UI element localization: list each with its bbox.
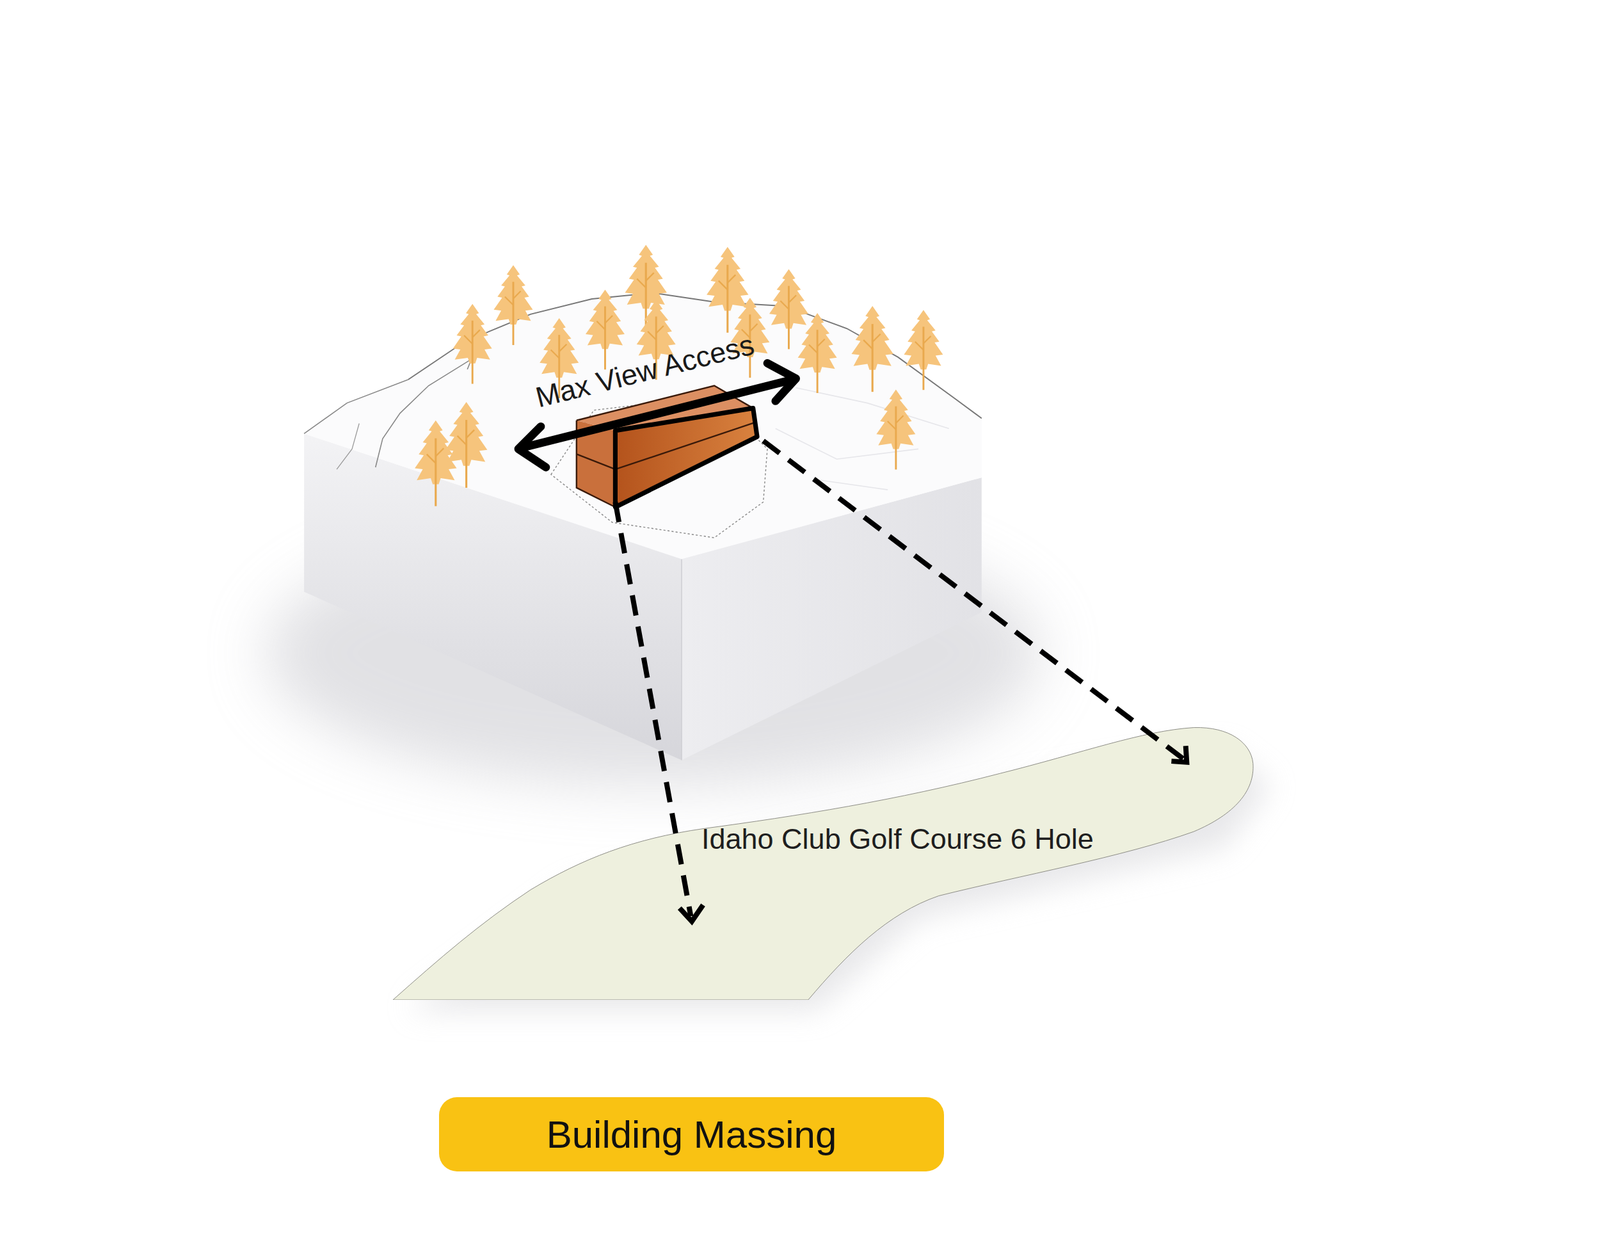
area-label: Idaho Club Golf Course 6 Hole	[701, 822, 1094, 856]
view-label: Max View Access	[532, 328, 758, 415]
golf-outline	[392, 726, 1256, 1000]
caption-pill: Building Massing	[439, 1096, 944, 1172]
caption-text: Building Massing	[546, 1112, 838, 1157]
golf-hole-area: Idaho Club Golf Course 6 Hole	[392, 726, 1256, 1000]
